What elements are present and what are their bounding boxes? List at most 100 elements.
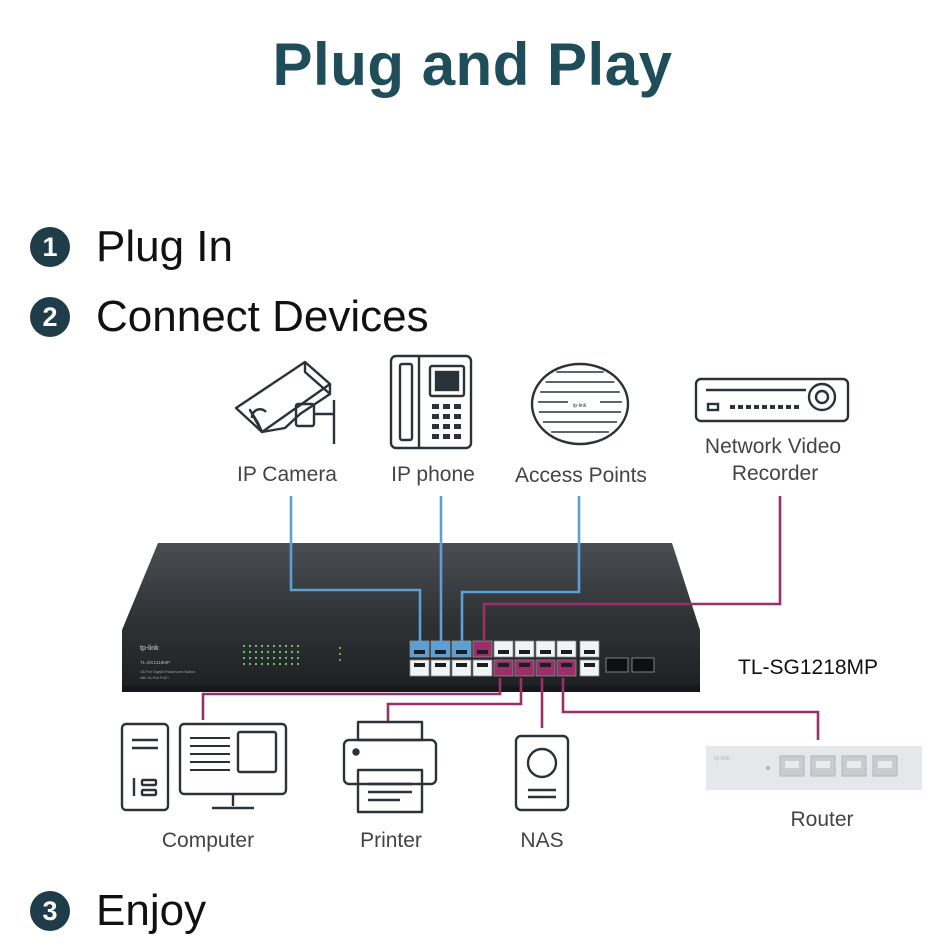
status-led xyxy=(266,644,270,648)
status-led xyxy=(296,656,300,660)
status-led xyxy=(339,659,341,661)
switch-model-label: TL-SG1218MP xyxy=(738,656,878,679)
nvr-button xyxy=(794,405,799,409)
phone-key xyxy=(454,414,461,419)
label-nvr-line1: Network Video xyxy=(705,435,841,458)
status-led xyxy=(254,644,258,648)
phone-key xyxy=(432,414,439,419)
phone-key xyxy=(432,404,439,409)
nvr-button xyxy=(786,405,791,409)
phone-key xyxy=(454,434,461,439)
ethernet-port xyxy=(514,640,535,658)
port-slot xyxy=(584,663,595,667)
line-printer xyxy=(386,678,523,722)
phone-key xyxy=(432,434,439,439)
line-access-points xyxy=(460,496,581,641)
status-led xyxy=(254,656,258,660)
status-led xyxy=(339,647,341,649)
phone-key xyxy=(443,404,450,409)
ip-camera-icon xyxy=(234,360,336,444)
computer-icon xyxy=(120,722,288,812)
ethernet-port xyxy=(579,659,600,677)
port-slot xyxy=(584,650,595,654)
line-nvr xyxy=(482,496,782,641)
switch-model-small: TL-SG1218MP xyxy=(140,660,170,665)
switch-top-surface xyxy=(122,543,700,630)
port-slot xyxy=(435,663,446,667)
port-slot xyxy=(414,663,425,667)
status-led xyxy=(290,650,294,654)
status-led xyxy=(248,650,252,654)
page-title: Plug and Play xyxy=(272,31,673,98)
status-led xyxy=(266,656,270,660)
status-led xyxy=(284,644,288,648)
port-slot xyxy=(456,650,467,654)
line-ip-camera xyxy=(289,496,422,641)
ethernet-port xyxy=(535,659,556,677)
ethernet-port xyxy=(556,640,577,658)
ethernet-port xyxy=(556,659,577,677)
status-led xyxy=(254,662,258,666)
nvr-button xyxy=(730,405,735,409)
phone-key xyxy=(443,434,450,439)
status-led xyxy=(242,650,246,654)
status-led xyxy=(296,650,300,654)
ethernet-port xyxy=(535,640,556,658)
phone-key xyxy=(443,414,450,419)
phone-key xyxy=(454,424,461,429)
port-slot xyxy=(456,663,467,667)
sfp-port xyxy=(605,657,629,673)
status-led xyxy=(248,644,252,648)
router-device: tp-link xyxy=(706,746,922,790)
status-led xyxy=(296,662,300,666)
label-ip-phone: IP phone xyxy=(391,463,475,486)
ethernet-port xyxy=(430,640,451,658)
label-router: Router xyxy=(790,808,853,831)
status-led xyxy=(290,662,294,666)
line-computer xyxy=(201,678,502,720)
port-slot xyxy=(540,663,551,667)
status-led xyxy=(296,644,300,648)
status-led xyxy=(242,644,246,648)
nvr-icon xyxy=(694,377,850,423)
status-led xyxy=(284,656,288,660)
printer-icon xyxy=(342,720,438,814)
status-led xyxy=(272,650,276,654)
line-router xyxy=(561,678,820,740)
ethernet-port xyxy=(430,659,451,677)
port-slot xyxy=(498,650,509,654)
label-printer: Printer xyxy=(360,829,422,852)
switch-base xyxy=(122,686,700,692)
switch-port-group xyxy=(409,640,600,677)
step-label: Connect Devices xyxy=(96,292,429,341)
ethernet-port xyxy=(514,659,535,677)
port-slot xyxy=(414,650,425,654)
status-led xyxy=(284,662,288,666)
ethernet-port xyxy=(451,659,472,677)
step-number-badge: 3 xyxy=(30,891,70,931)
phone-key xyxy=(443,424,450,429)
status-led xyxy=(278,656,282,660)
nas-icon xyxy=(514,734,570,812)
nvr-button xyxy=(746,405,751,409)
phone-key xyxy=(454,404,461,409)
status-led xyxy=(272,644,276,648)
status-led xyxy=(260,644,264,648)
switch-description-line1: 18-Port Gigabit Rackmount Switch xyxy=(140,670,195,674)
ip-phone-icon xyxy=(389,354,473,450)
label-access-points: Access Points xyxy=(515,464,647,487)
step-number-badge: 1 xyxy=(30,227,70,267)
label-computer: Computer xyxy=(162,829,254,852)
step-enjoy: 3 Enjoy xyxy=(30,886,206,936)
status-led xyxy=(290,644,294,648)
step-label: Enjoy xyxy=(96,886,207,935)
ethernet-port xyxy=(472,640,493,658)
label-nvr-line2: Recorder xyxy=(732,462,818,485)
status-led xyxy=(272,656,276,660)
ethernet-port xyxy=(472,659,493,677)
step-label: Plug In xyxy=(96,222,233,271)
status-led xyxy=(266,650,270,654)
status-led xyxy=(278,662,282,666)
phone-key xyxy=(432,424,439,429)
step-plug-in: 1 Plug In xyxy=(30,222,233,272)
